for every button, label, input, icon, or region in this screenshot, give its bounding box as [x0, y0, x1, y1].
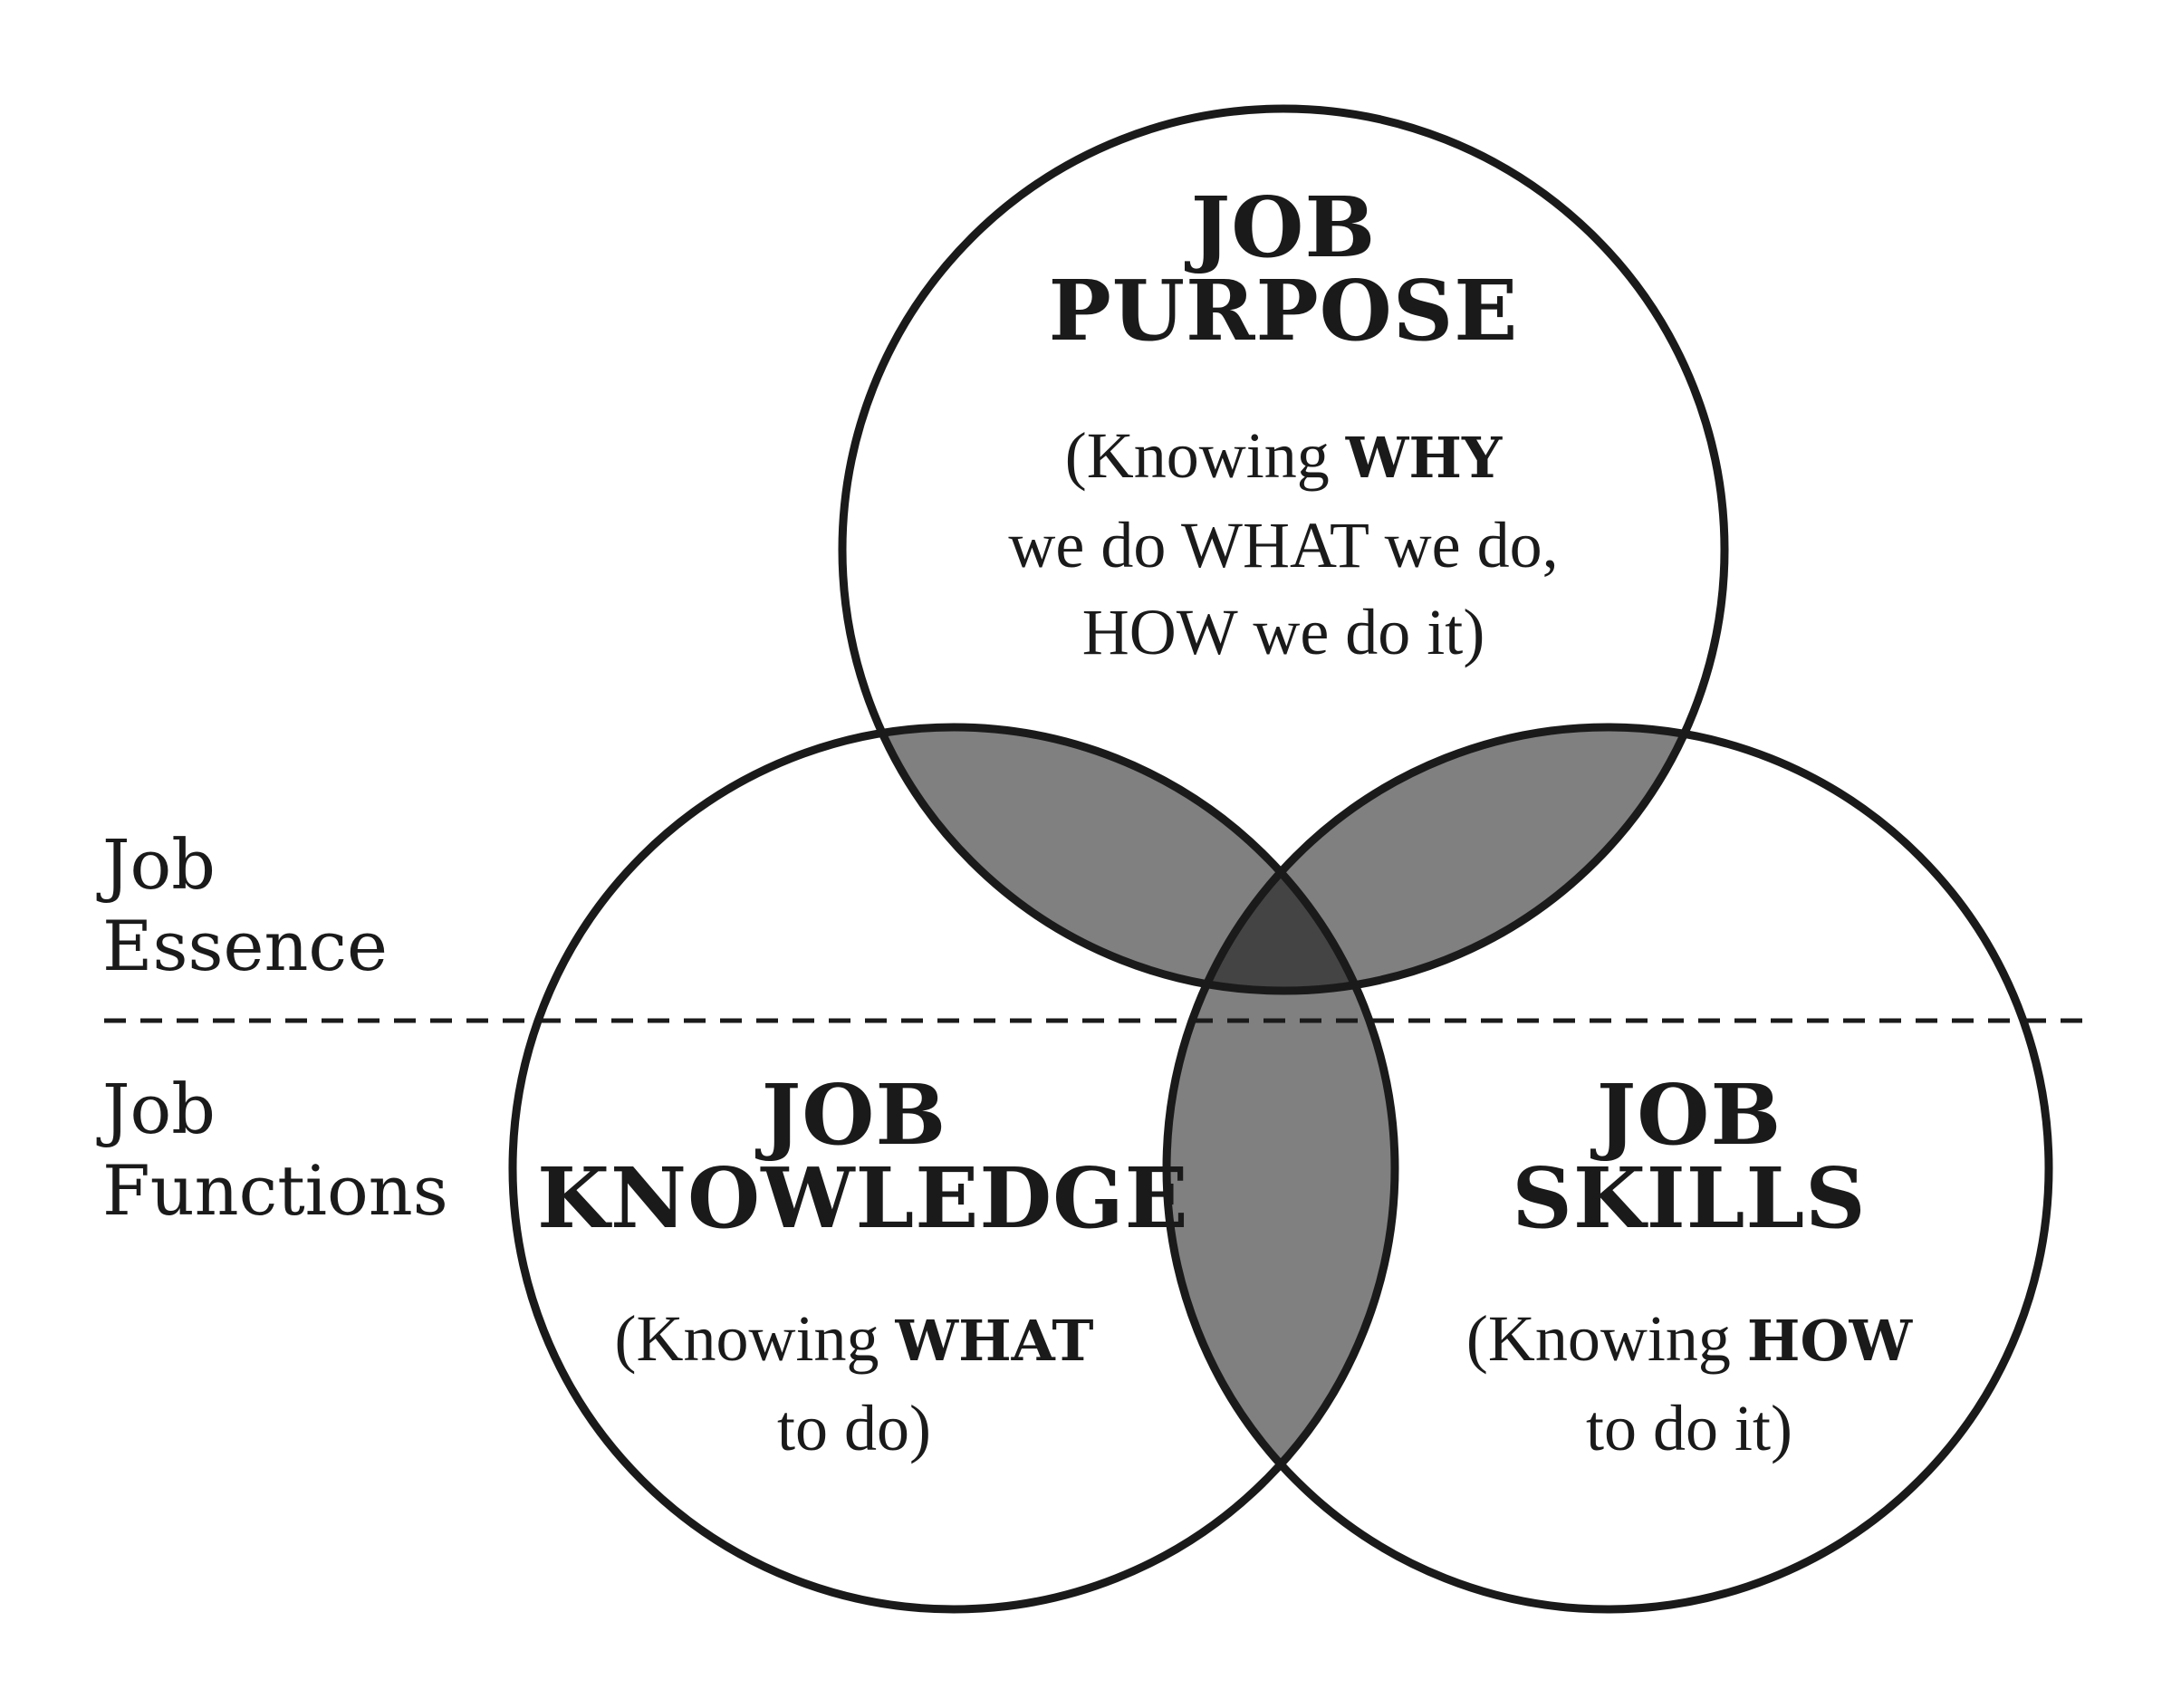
purpose-description: (Knowing WHY we do WHAT we do, HOW we do… [921, 412, 1646, 676]
skills-desc-line1: (Knowing HOW [1465, 1302, 1913, 1375]
skills-desc-line2: to do it) [1586, 1392, 1792, 1464]
purpose-desc-line1: (Knowing WHY [1064, 419, 1503, 492]
overlap-purpose-skills [1167, 727, 1725, 991]
purpose-desc-line2: we do WHAT we do, [1008, 509, 1559, 581]
functions-line1: Job [102, 1069, 216, 1149]
purpose-title-line1: JOB [1190, 178, 1377, 276]
knowledge-desc-line1: (Knowing WHAT [614, 1302, 1094, 1375]
purpose-title: JOB PURPOSE [1012, 186, 1555, 352]
knowledge-desc-line2: to do) [777, 1392, 931, 1464]
functions-line2: Functions [102, 1150, 448, 1231]
circle-job-knowledge [508, 723, 1399, 1614]
essence-line1: Job [102, 824, 216, 905]
skills-title: JOB SKILLS [1417, 1073, 1961, 1240]
essence-line2: Essence [102, 906, 388, 986]
knowledge-title-line1: JOB [761, 1066, 947, 1164]
purpose-emphasis: WHY [1345, 425, 1503, 491]
skills-emphasis: HOW [1746, 1308, 1913, 1374]
label-job-essence: Job Essence [102, 824, 388, 987]
knowledge-emphasis: WHAT [895, 1308, 1094, 1374]
circle-job-purpose [838, 104, 1729, 995]
purpose-desc-line3: HOW we do it) [1081, 596, 1485, 668]
circle-job-skills [1162, 723, 2053, 1614]
overlap-purpose-knowledge [842, 727, 1395, 991]
knowledge-title: JOB KNOWLEDGE [537, 1066, 1189, 1247]
label-job-functions: Job Functions [102, 1069, 448, 1232]
purpose-title-line2: PURPOSE [1048, 262, 1519, 360]
knowledge-title-line2: KNOWLEDGE [537, 1149, 1189, 1247]
skills-title-line2: SKILLS [1512, 1149, 1867, 1247]
skills-description: (Knowing HOW to do it) [1372, 1295, 2006, 1472]
knowledge-description: (Knowing WHAT to do) [537, 1295, 1171, 1472]
skills-title-line1: JOB [1596, 1066, 1782, 1164]
